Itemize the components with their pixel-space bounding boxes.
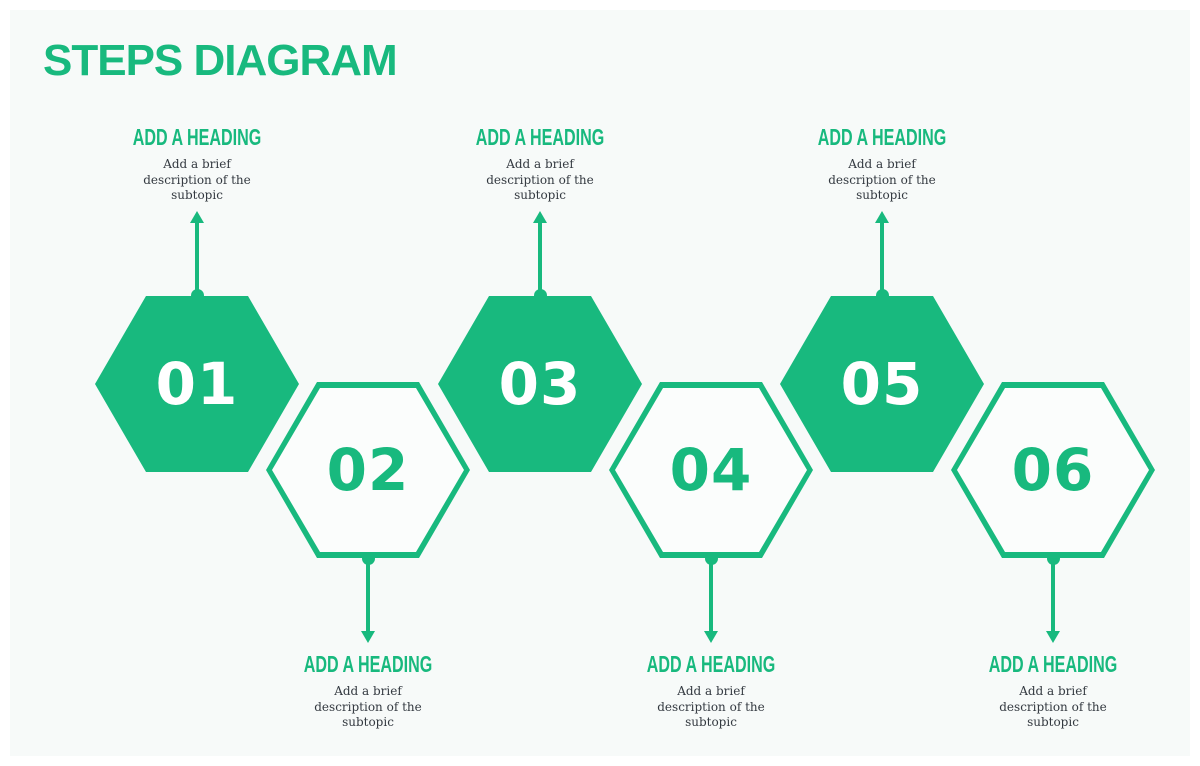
hexagon-1: 01 [95,296,299,472]
step-heading: ADD A HEADING [646,651,776,677]
hexagon-5: 05 [780,296,984,472]
description-line: subtopic [342,715,394,729]
arrowhead-down-icon [1046,631,1060,643]
hexagon-3: 03 [438,296,642,472]
diagram-canvas: STEPS DIAGRAM ADD A HEADING Add a brief … [10,10,1190,756]
description-line: Add a brief [677,684,745,698]
step-number: 06 [1011,436,1095,504]
connector-arrow-up [875,211,889,302]
description-line: subtopic [171,188,223,202]
connector-dot-icon [361,552,375,565]
connector-line [538,220,542,293]
step-description: Add a brief description of the subtopic [611,684,811,731]
step-heading: ADD A HEADING [132,124,262,150]
step-description: Add a brief description of the subtopic [782,157,982,204]
connector-line [195,220,199,293]
step-description: Add a brief description of the subtopic [440,157,640,204]
description-line: Add a brief [506,157,574,171]
description-line: subtopic [856,188,908,202]
connector-dot-icon [533,289,547,302]
connector-dot-icon [704,552,718,565]
hexagon-4: 04 [609,382,813,558]
page-title: STEPS DIAGRAM [43,36,398,85]
step-1-label: ADD A HEADING Add a brief description of… [97,124,297,204]
connector-arrow-up [190,211,204,302]
hexagon-4-halo: 04 [601,374,821,566]
arrowhead-down-icon [704,631,718,643]
step-number: 04 [669,436,753,504]
connector-arrow-down [361,552,375,643]
step-2-label: ADD A HEADING Add a brief description of… [268,651,468,731]
step-number: 05 [840,350,924,418]
description-line: Add a brief [1019,684,1087,698]
hexagon-2: 02 [266,382,470,558]
description-line: description of the [828,172,936,187]
description-line: subtopic [685,715,737,729]
connector-dot-icon [1046,552,1060,565]
connector-arrow-down [1046,552,1060,643]
hexagon-5-halo: 05 [772,288,992,480]
description-line: description of the [657,699,765,714]
connector-line [366,561,370,634]
step-description: Add a brief description of the subtopic [268,684,468,731]
description-line: description of the [314,699,422,714]
step-number: 01 [155,350,239,418]
arrowhead-up-icon [875,211,889,223]
connector-arrow-up [533,211,547,302]
arrowhead-down-icon [361,631,375,643]
step-4-label: ADD A HEADING Add a brief description of… [611,651,811,731]
connector-dot-icon [875,289,889,302]
step-heading: ADD A HEADING [303,651,433,677]
step-6-label: ADD A HEADING Add a brief description of… [953,651,1153,731]
description-line: Add a brief [848,157,916,171]
step-5-label: ADD A HEADING Add a brief description of… [782,124,982,204]
description-line: subtopic [514,188,566,202]
step-heading: ADD A HEADING [475,124,605,150]
step-3-label: ADD A HEADING Add a brief description of… [440,124,640,204]
step-number: 03 [498,350,582,418]
description-line: description of the [143,172,251,187]
arrowhead-up-icon [533,211,547,223]
connector-dot-icon [190,289,204,302]
step-number: 02 [326,436,410,504]
description-line: description of the [999,699,1107,714]
step-description: Add a brief description of the subtopic [97,157,297,204]
connector-line [1051,561,1055,634]
description-line: subtopic [1027,715,1079,729]
connector-arrow-down [704,552,718,643]
hexagon-6: 06 [951,382,1155,558]
arrowhead-up-icon [190,211,204,223]
description-line: description of the [486,172,594,187]
step-description: Add a brief description of the subtopic [953,684,1153,731]
step-heading: ADD A HEADING [988,651,1118,677]
connector-line [709,561,713,634]
step-heading: ADD A HEADING [817,124,947,150]
connector-line [880,220,884,293]
description-line: Add a brief [334,684,402,698]
description-line: Add a brief [163,157,231,171]
